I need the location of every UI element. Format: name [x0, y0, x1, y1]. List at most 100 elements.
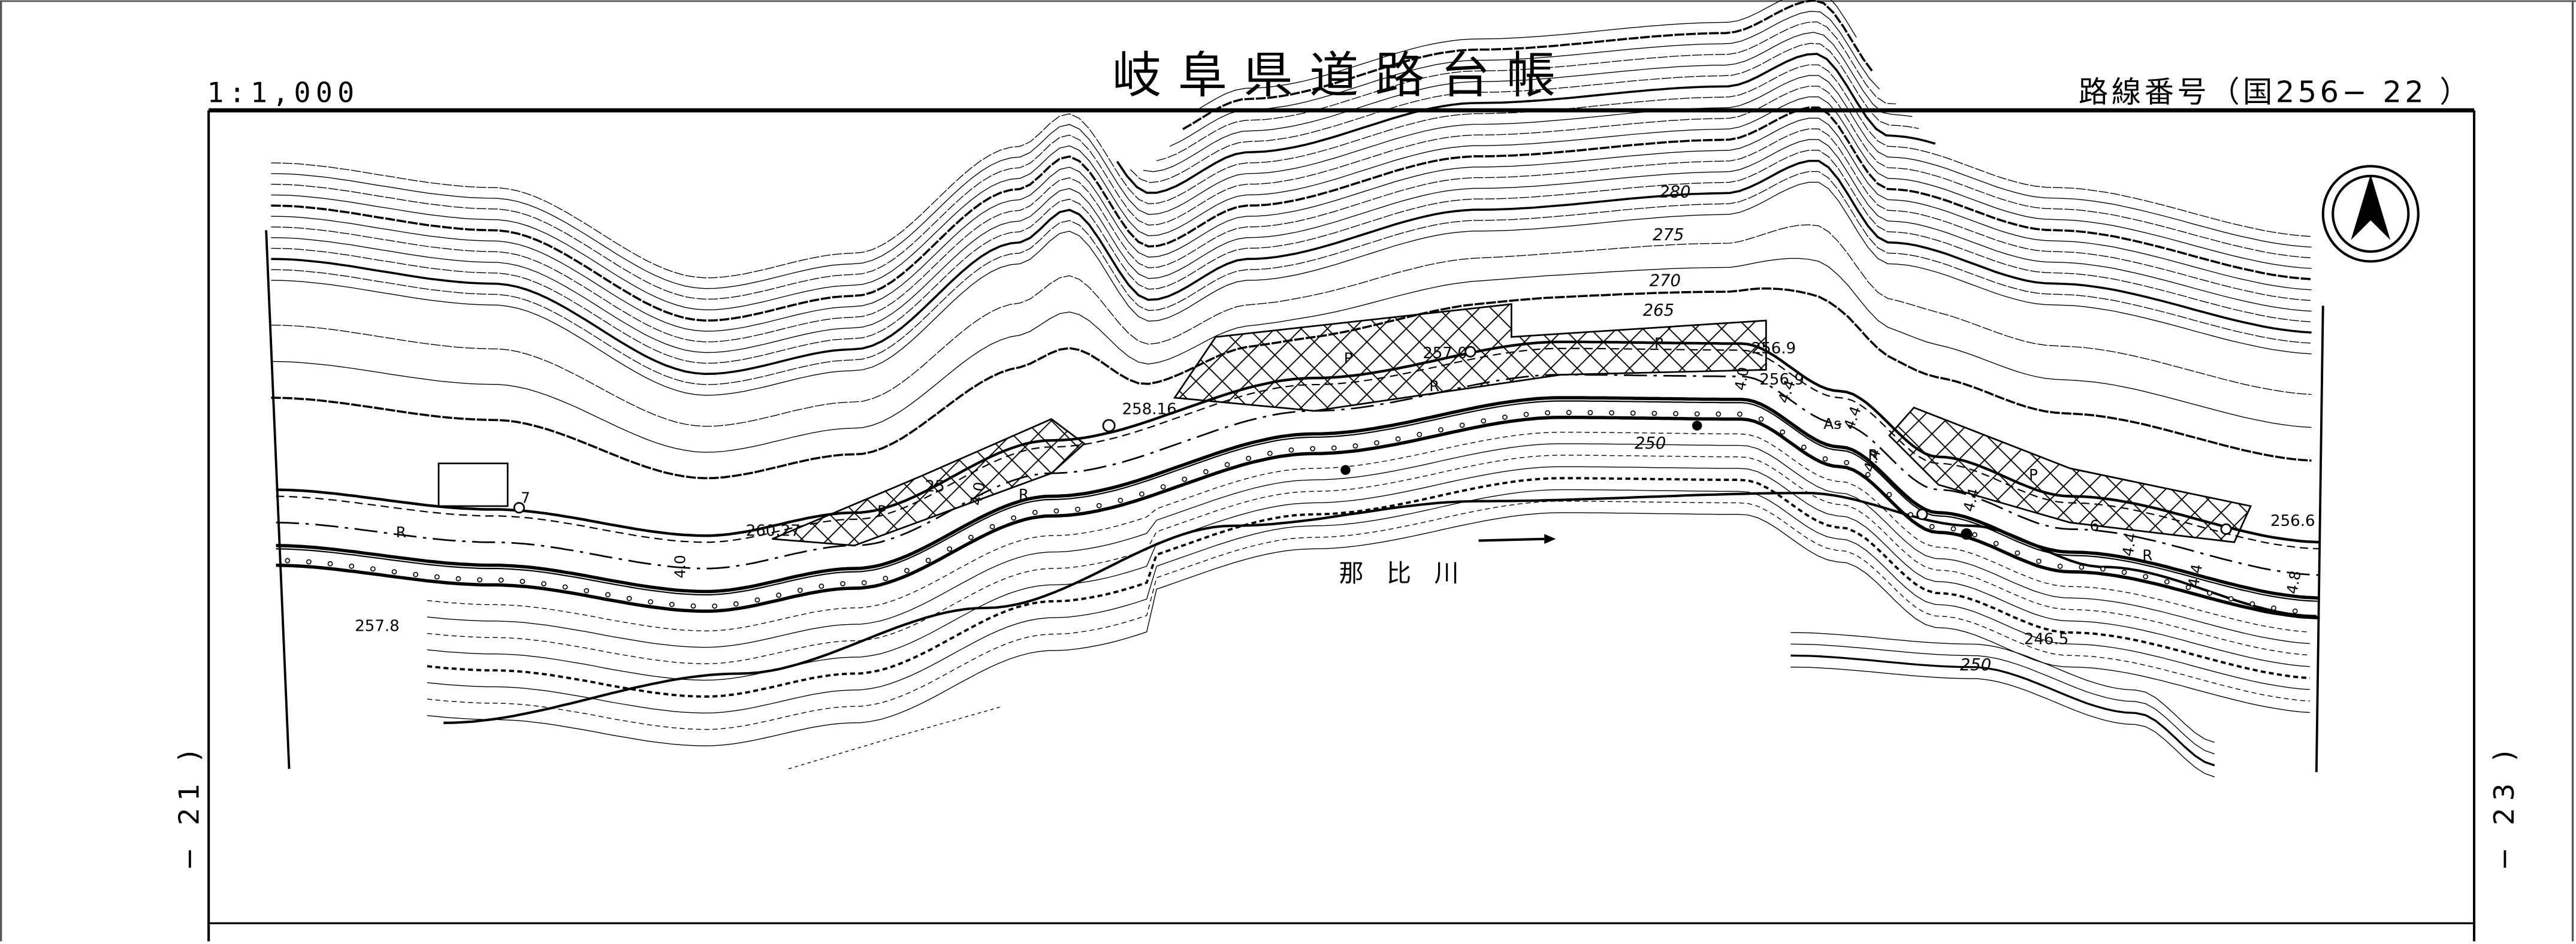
curb-marker-icon — [1481, 418, 1487, 424]
contour-line — [271, 106, 2312, 322]
curb-marker-icon — [861, 580, 867, 586]
curb-marker-icon — [797, 588, 803, 593]
slope-line — [427, 443, 2310, 648]
curb-marker-icon — [1865, 471, 1871, 477]
curb-marker-icon — [1758, 416, 1764, 422]
curb-marker-icon — [1395, 436, 1401, 442]
curb-marker-icon — [2057, 563, 2063, 569]
curb-marker-icon — [2121, 569, 2127, 575]
slope-line — [427, 466, 2310, 681]
curb-marker-icon — [2015, 550, 2021, 556]
spot-height: 257.8 — [355, 617, 400, 635]
curb-marker-icon — [391, 569, 397, 574]
building-icon — [437, 462, 509, 507]
slope-line — [427, 455, 2310, 664]
spot-height: 256.9 — [1759, 371, 1804, 389]
spot-height: 25 — [925, 477, 945, 495]
curb-marker-icon — [947, 546, 953, 552]
slope-line — [427, 477, 2310, 698]
curb-marker-icon — [1417, 432, 1423, 437]
curb-marker-icon — [776, 592, 781, 598]
side-label-left: − 21 ) — [173, 744, 206, 871]
page-title: 岐阜県道路台帳 — [1112, 47, 1572, 104]
curb-marker-icon — [1053, 508, 1059, 514]
contour-line — [1156, 21, 1896, 162]
curb-marker-icon — [327, 561, 333, 567]
curb-marker-icon — [434, 574, 440, 580]
curb-marker-icon — [1993, 540, 1999, 546]
slope-line — [427, 489, 2310, 714]
route-number-label: 路線番号（国256− 22 ） — [2079, 74, 2472, 109]
road — [276, 340, 2320, 620]
curb-marker-icon — [1972, 532, 1977, 538]
curb-marker-icon — [1331, 445, 1337, 451]
curb-marker-icon — [1566, 410, 1572, 416]
curb-marker-icon — [648, 599, 654, 605]
curb-marker-icon — [1822, 456, 1828, 462]
pavement-label: P — [1344, 349, 1353, 367]
road-surface-label: R — [1429, 377, 1439, 395]
width-label: 4.4 — [1840, 404, 1865, 432]
curb-marker-icon — [584, 588, 590, 594]
curb-marker-icon — [733, 601, 739, 607]
flow-arrowhead-icon — [1544, 534, 1556, 544]
width-label: 4.0 — [671, 555, 688, 578]
width-label: 7 — [521, 489, 530, 506]
road-edge-upper — [276, 340, 2320, 544]
north-arrow-icon — [2321, 165, 2420, 263]
contour-line — [271, 86, 2312, 300]
curb-marker-icon — [1716, 411, 1722, 417]
curb-marker-icon — [1609, 410, 1615, 416]
curb-marker-icon — [2249, 601, 2255, 607]
curb-marker-icon — [2079, 564, 2085, 570]
curb-marker-icon — [754, 597, 760, 603]
pavement-label: P — [2029, 466, 2038, 483]
curb-marker-icon — [2143, 574, 2149, 580]
river-bank-south — [788, 706, 1002, 770]
road-surface-label: R — [1868, 446, 1878, 464]
curb-marker-icon — [1502, 414, 1508, 420]
curb-marker-icon — [477, 577, 482, 583]
curb-marker-icon — [968, 534, 974, 540]
curb-marker-icon — [2036, 558, 2042, 564]
manhole-icon — [1961, 528, 1973, 540]
contour-label: 265 — [1643, 301, 1674, 320]
pole-symbol-icon — [1916, 509, 1928, 521]
spot-height: 246.5 — [2024, 630, 2069, 648]
curb-marker-icon — [1096, 503, 1102, 509]
curb-marker-icon — [1950, 526, 1956, 532]
curb-marker-icon — [1886, 492, 1892, 498]
curb-marker-icon — [1246, 455, 1252, 461]
curb-marker-icon — [690, 603, 696, 609]
road-surface-label: R — [1019, 486, 1029, 503]
width-label: 4.4 — [2119, 531, 2140, 558]
contour-line — [271, 96, 2312, 310]
contour-line — [271, 159, 2312, 376]
contour-line — [1195, 0, 1857, 111]
river-name: 那比川 — [1339, 559, 1481, 588]
spot-height: 258.16 — [1122, 400, 1177, 418]
curb-marker-icon — [1844, 459, 1850, 465]
curb-marker-icon — [413, 571, 419, 577]
curb-marker-icon — [2164, 579, 2170, 585]
curb-marker-icon — [2100, 566, 2106, 572]
curb-marker-icon — [1160, 484, 1166, 490]
curb-marker-icon — [1801, 444, 1807, 450]
contour-line — [271, 224, 2312, 427]
curb-marker-icon — [1182, 476, 1188, 482]
pavement-label: P — [877, 502, 886, 519]
river-bank-south — [1790, 643, 2215, 755]
pole-symbol-icon — [1102, 419, 1116, 432]
contour-line — [271, 64, 2312, 279]
curb-marker-icon — [2185, 585, 2191, 591]
curb-marker-icon — [2207, 590, 2212, 596]
width-label: 4.4 — [2185, 562, 2206, 589]
curb-marker-icon — [1630, 410, 1636, 416]
curb-marker-icon — [1139, 491, 1144, 497]
contour-line — [271, 150, 2312, 364]
curb-marker-icon — [1587, 410, 1593, 416]
curb-marker-icon — [1032, 510, 1038, 515]
contour-line — [271, 181, 2312, 396]
curb-marker-icon — [1780, 429, 1786, 435]
width-label: 4.8 — [2283, 569, 2304, 595]
